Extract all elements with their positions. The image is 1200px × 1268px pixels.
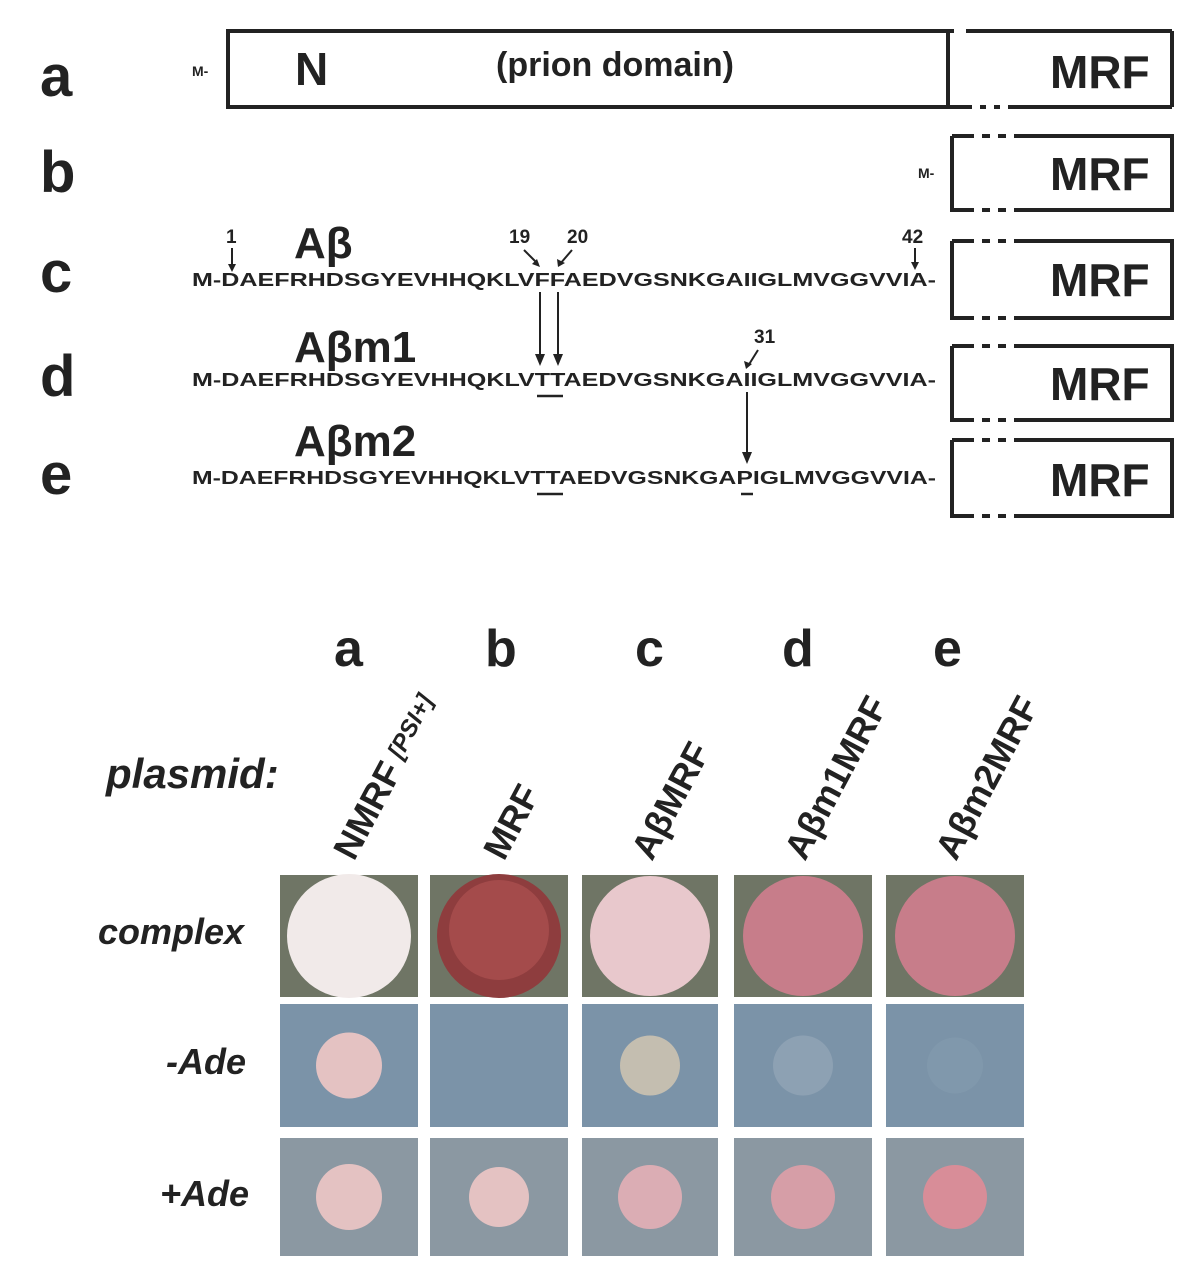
yeast-colony: [590, 876, 710, 996]
arrowhead: [553, 354, 563, 366]
plasmid-abeta-m2-mrf: Aβm2MRF: [927, 689, 1047, 865]
yeast-colony: [771, 1165, 835, 1229]
plate-complex-a: [280, 874, 418, 998]
residue-1-label: 1: [226, 227, 237, 248]
row-letter-c: c: [40, 240, 72, 305]
yeast-colony: [618, 1165, 682, 1229]
plate-plus-ade-b: [430, 1138, 568, 1256]
plate-minus-ade-e: [886, 1004, 1024, 1127]
arrowhead: [744, 361, 752, 369]
yeast-colony: [316, 1164, 382, 1230]
medium-label-plus-ade: +Ade: [160, 1173, 249, 1214]
medium-label-minus-ade: -Ade: [166, 1041, 246, 1082]
mrf-box-a: MRF: [948, 29, 1174, 109]
construct-diagram: a b c d e M- N (prion domain) MRF M- MRF…: [40, 29, 1174, 518]
plate-background: [886, 1004, 1024, 1127]
plate-complex-e: [886, 875, 1024, 997]
mrf-label-c: MRF: [1050, 254, 1150, 306]
peptide-label-abeta-m1: Aβm1: [294, 323, 416, 372]
arrowhead: [532, 259, 540, 267]
mrf-label-d: MRF: [1050, 358, 1150, 410]
n-domain-box: [226, 29, 950, 109]
plasmid-mrf: MRF: [475, 778, 548, 866]
yeast-colony: [316, 1032, 382, 1099]
row-letter-d: d: [40, 344, 75, 409]
column-letter-e: e: [933, 620, 962, 678]
plate-minus-ade-a: [280, 1004, 418, 1127]
sequence-abeta-m1: M-DAEFRHDSGYEVHHQKLVTTAEDVGSNKGAIIGLMVGG…: [192, 370, 936, 390]
yeast-colony: [287, 874, 411, 998]
mrf-box-b: M- MRF: [918, 134, 1174, 212]
peptide-label-abeta: Aβ: [294, 219, 353, 268]
column-letter-a: a: [334, 620, 364, 678]
plasmid-abeta-m1-mrf: Aβm1MRF: [776, 689, 896, 865]
sequence-abeta-m2: M-DAEFRHDSGYEVHHQKLVTTAEDVGSNKGAPIGLMVGG…: [192, 468, 936, 488]
yeast-colony: [773, 1035, 833, 1096]
plate-minus-ade-c: [582, 1004, 718, 1127]
column-letter-c: c: [635, 620, 664, 678]
plate-minus-ade-d: [734, 1004, 872, 1127]
plates-grid: [280, 874, 1024, 1256]
mrf-box-d: MRF: [950, 344, 1174, 422]
yeast-colony: [927, 1037, 983, 1094]
plasmid-label: plasmid:: [105, 750, 279, 797]
mrf-label-a: MRF: [1050, 46, 1150, 98]
prion-domain-label: (prion domain): [496, 46, 734, 84]
mrf-label-b: MRF: [1050, 148, 1150, 200]
colony-center: [449, 880, 549, 980]
plate-minus-ade-b: [430, 1004, 568, 1127]
psi-plus-label: [PSI+]: [382, 689, 439, 764]
mrf-box-c: MRF: [950, 239, 1174, 320]
residue-19-label: 19: [509, 227, 530, 248]
plate-plus-ade-c: [582, 1138, 718, 1256]
plate-panel: a b c d e plasmid: NMRF [PSI+] MRF AβMRF…: [98, 620, 1047, 1256]
plasmid-nmrf: NMRF: [325, 755, 410, 866]
yeast-colony: [923, 1165, 987, 1229]
plasmid-abeta-mrf: AβMRF: [623, 735, 718, 865]
yeast-colony: [620, 1035, 680, 1096]
row-letter-b: b: [40, 140, 75, 205]
residue-31-label: 31: [754, 327, 776, 348]
plate-complex-c: [582, 875, 718, 997]
mrf-label-e: MRF: [1050, 454, 1150, 506]
arrowhead: [557, 259, 565, 267]
methionine-prefix-b: M-: [918, 165, 935, 181]
column-letter-b: b: [485, 620, 517, 678]
arrowhead: [911, 262, 919, 270]
yeast-colony: [743, 876, 863, 996]
column-letter-d: d: [782, 620, 814, 678]
arrowhead: [742, 452, 752, 464]
arrowhead: [228, 264, 236, 272]
arrowhead: [535, 354, 545, 366]
row-letter-a: a: [40, 44, 73, 109]
plate-plus-ade-e: [886, 1138, 1024, 1256]
yeast-colony: [895, 876, 1015, 996]
plasmid-name-a: NMRF [PSI+]: [325, 689, 439, 866]
plate-plus-ade-a: [280, 1138, 418, 1256]
methionine-prefix-a: M-: [192, 63, 209, 79]
plate-plus-ade-d: [734, 1138, 872, 1256]
mrf-box-e: MRF: [950, 438, 1174, 518]
plate-background: [430, 1004, 568, 1127]
plate-complex-d: [734, 875, 872, 997]
residue-42-label: 42: [902, 227, 923, 248]
medium-label-complex: complex: [98, 911, 246, 952]
peptide-label-abeta-m2: Aβm2: [294, 417, 416, 466]
n-domain-label: N: [295, 43, 328, 95]
residue-20-label: 20: [567, 227, 588, 248]
row-letter-e: e: [40, 442, 72, 507]
sequence-abeta: M-DAEFRHDSGYEVHHQKLVFFAEDVGSNKGAIIGLMVGG…: [192, 270, 936, 290]
plate-complex-b: [430, 874, 568, 998]
yeast-colony: [469, 1167, 529, 1227]
